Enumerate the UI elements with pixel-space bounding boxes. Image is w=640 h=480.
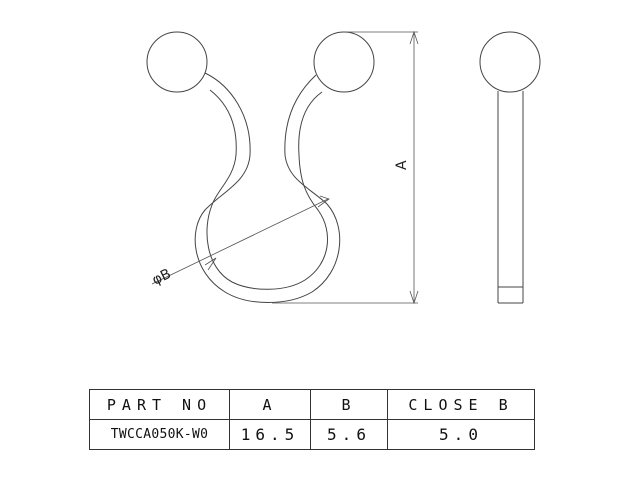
dimension-b-label: φB bbox=[150, 266, 174, 289]
cell-a: 16.5 bbox=[229, 419, 311, 450]
cell-close-b: 5.0 bbox=[387, 419, 535, 450]
dimension-phi-b: φB bbox=[150, 195, 330, 289]
clip-inner-contour bbox=[206, 89, 329, 290]
clip-side-view bbox=[479, 31, 541, 304]
spec-table: PART NO A B CLOSE B TWCCA050K-W0 16.5 5.… bbox=[89, 389, 535, 450]
header-close-b: CLOSE B bbox=[387, 389, 535, 420]
side-knob bbox=[479, 31, 541, 93]
cell-b: 5.6 bbox=[310, 419, 388, 450]
cell-part-no: TWCCA050K-W0 bbox=[89, 419, 230, 450]
dimension-a: A bbox=[272, 30, 419, 305]
right-knob bbox=[313, 31, 375, 93]
clip-front-view bbox=[146, 31, 375, 303]
left-knob bbox=[146, 31, 208, 93]
clip-outer-contour bbox=[194, 72, 341, 303]
dimension-a-label: A bbox=[394, 160, 410, 170]
table-row: TWCCA050K-W0 16.5 5.6 5.0 bbox=[89, 419, 535, 450]
table-header-row: PART NO A B CLOSE B bbox=[89, 389, 535, 420]
header-part-no: PART NO bbox=[89, 389, 230, 420]
header-a: A bbox=[229, 389, 311, 420]
header-b: B bbox=[310, 389, 388, 420]
